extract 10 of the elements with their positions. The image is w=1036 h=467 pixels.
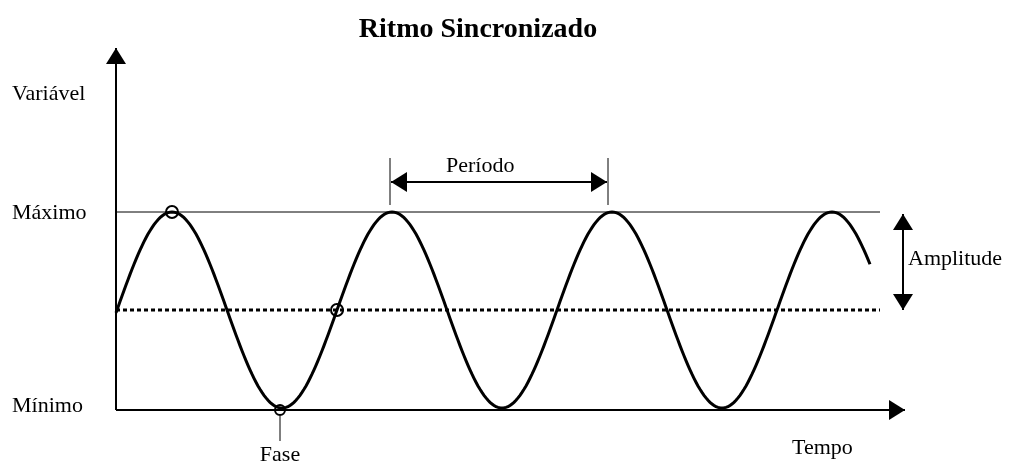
dimension-label: Amplitude (908, 245, 1003, 271)
axis-label: Máximo (12, 199, 87, 225)
phase-label: Fase (255, 441, 305, 467)
title: Ritmo Sincronizado (357, 12, 599, 44)
axis-label: Tempo (792, 434, 853, 460)
dimension-label: Período (446, 152, 515, 178)
axis-label: Mínimo (12, 392, 83, 418)
leader-line (279, 415, 281, 442)
phase-marker (274, 404, 286, 416)
axis-label: Variável (12, 80, 86, 106)
